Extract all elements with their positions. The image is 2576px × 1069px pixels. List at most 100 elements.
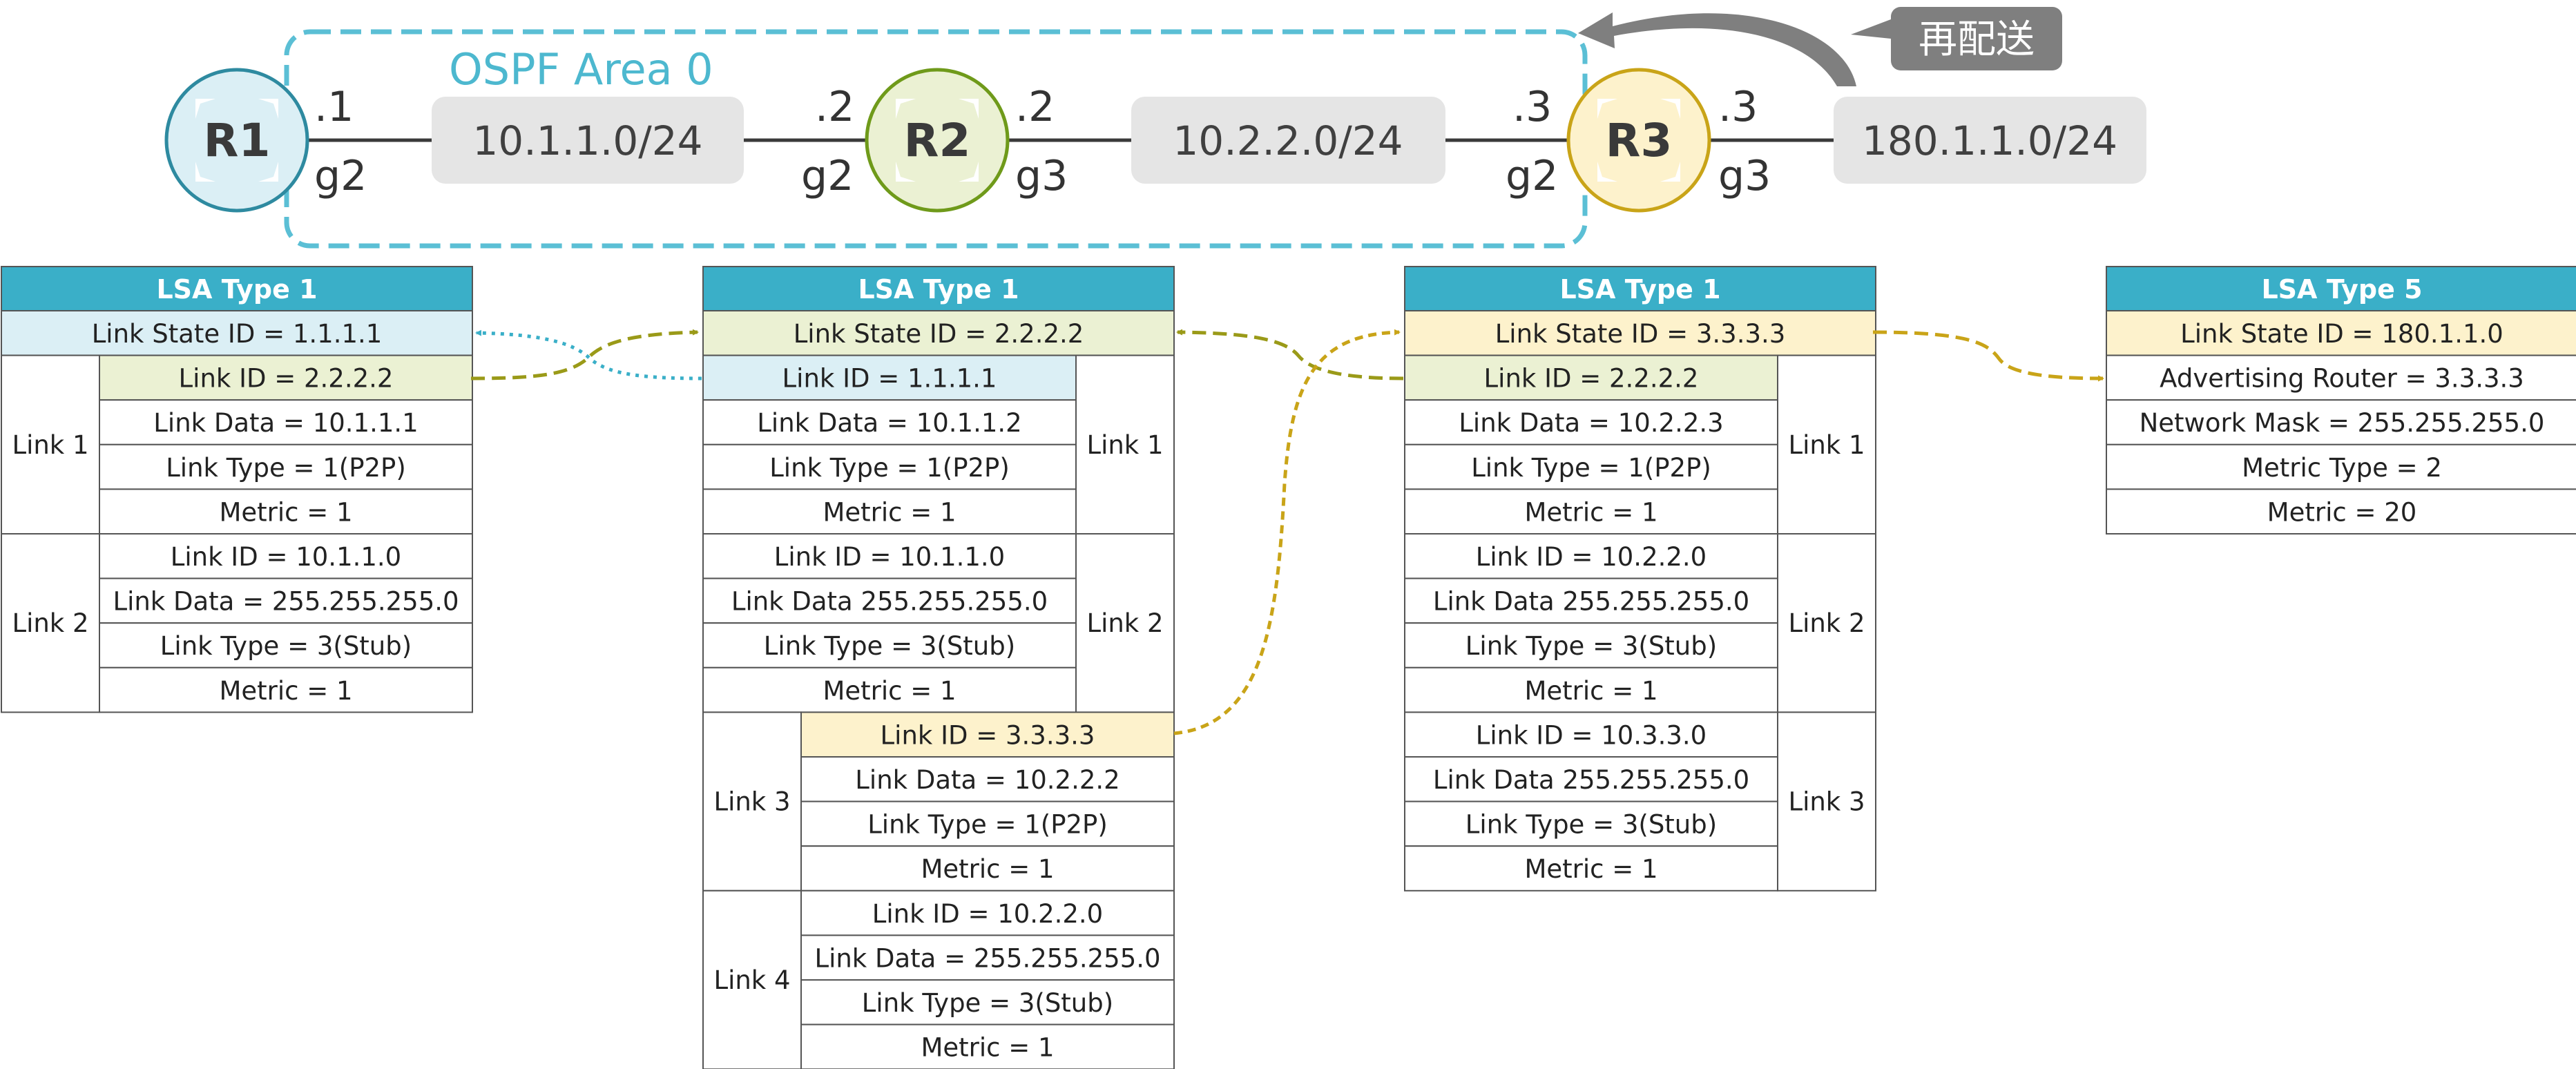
lsa-link-name: Link 2	[12, 608, 88, 638]
reference-arrows	[470, 329, 2104, 735]
lsa-link-row-label: Link ID = 1.1.1.1	[782, 364, 997, 394]
lsa-lsid-label: Link State ID = 3.3.3.3	[1495, 319, 1786, 349]
lsa-link-name-cell	[702, 889, 802, 1069]
lsa-link-row-label: Link Type = 1(P2P)	[769, 453, 1010, 483]
arrow-r2-link3-to-r3-lsid	[1173, 329, 1401, 735]
lsa-link-row-label: Link ID = 10.3.3.0	[1476, 720, 1707, 750]
lsa-link-row-label: Link ID = 10.1.1.0	[774, 542, 1005, 572]
lsa-table-header	[1404, 266, 1876, 311]
arrow-r3-lsid-to-lsa5-lsid	[1872, 330, 2104, 382]
lsa-link-row-label: Link ID = 3.3.3.3	[881, 720, 1095, 750]
lsa-link-name: Link 2	[1086, 608, 1163, 638]
router-r2[interactable]: R2	[865, 68, 1010, 213]
lsa-link-row	[1404, 488, 1778, 535]
lsa-link-name: Link 3	[713, 787, 790, 817]
router-r1[interactable]: R1	[164, 68, 309, 213]
lsa-link-row	[1404, 443, 1778, 490]
lsa-row-label: Metric = 20	[2267, 497, 2417, 527]
lsa-link-row	[99, 533, 473, 579]
lsa-link-row-label: Link Type = 1(P2P)	[867, 810, 1108, 840]
lsa-link-row-label: Link Data 255.255.255.0	[1433, 765, 1749, 795]
lsa-link-name: Link 1	[12, 430, 88, 460]
ip-label-r3-right: .3	[1718, 83, 1758, 131]
redistribute-arrow-icon	[1578, 12, 1856, 86]
lsa-lsid-row	[2106, 310, 2576, 356]
lsa-link-name-cell	[1075, 354, 1175, 534]
lsa-table-header-label: LSA Type 1	[858, 274, 1019, 305]
lsa-link-name-cell	[1, 354, 100, 534]
router-arrows-icon	[195, 99, 278, 182]
lsa-link-row	[702, 443, 1077, 490]
lsa-link-name-cell	[1777, 354, 1876, 534]
lsa-link-row-label: Link Type = 3(Stub)	[1465, 810, 1717, 840]
lsa-link-name: Link 4	[713, 965, 790, 995]
lsa-link-row-label: Link Type = 1(P2P)	[166, 453, 406, 483]
interface-labels: .1 g2 .2 g2 .2 g3 .3 g2 .3 g3	[314, 83, 1771, 200]
lsa-table-header	[1, 266, 473, 311]
router-r3[interactable]: R3	[1566, 68, 1711, 213]
router-label: R1	[204, 114, 271, 167]
subnet-label: 10.2.2.0/24	[1173, 117, 1403, 164]
lsa-link-row-label: Link ID = 10.2.2.0	[1476, 542, 1707, 572]
lsa-link-row-label: Link Type = 3(Stub)	[160, 631, 412, 661]
lsa-link-row-label: Link Type = 3(Stub)	[1465, 631, 1717, 661]
lsa-link-row-label: Link Data = 10.2.2.2	[855, 765, 1119, 795]
lsa-link-row-label: Link Data = 10.2.2.3	[1459, 408, 1723, 438]
lsa-row	[2106, 399, 2576, 445]
lsa-link-row-label: Link ID = 10.2.2.0	[872, 899, 1103, 929]
lsa-link-row	[702, 666, 1077, 713]
if-label-r3-right: g3	[1718, 152, 1771, 200]
if-label-r2-right: g3	[1015, 152, 1068, 200]
lsa-link-row-label: Metric = 1	[1524, 854, 1657, 884]
lsa-link-row	[800, 1023, 1175, 1069]
topology: OSPF Area 0 10.1.1.0/24 10.2.2.0/24 180.…	[164, 7, 2146, 249]
lsa-link-name: Link 2	[1788, 608, 1865, 638]
lsa-link-row	[800, 979, 1175, 1025]
lsa-link-row	[1404, 354, 1778, 401]
lsa-link-row	[99, 577, 473, 624]
lsa-lsid-label: Link State ID = 1.1.1.1	[92, 319, 383, 349]
arrow-r1-link1-to-r2-lsid	[470, 329, 699, 381]
lsa-link-row	[1404, 845, 1778, 892]
redistribute-callout: 再配送	[1578, 7, 2062, 86]
lsa-link-row-label: Link Data = 255.255.255.0	[814, 943, 1160, 973]
callout-box	[1891, 7, 2062, 70]
lsa-link-row	[800, 711, 1175, 758]
arrow-r3-link1-to-r2-lsid	[1176, 329, 1404, 381]
lsa-link-row-label: Metric = 1	[823, 497, 956, 527]
lsa-link-row-label: Metric = 1	[1524, 497, 1657, 527]
lsa-link-row	[1404, 577, 1778, 624]
lsa-link-name-cell	[1075, 533, 1175, 713]
lsa-link-row	[99, 399, 473, 445]
lsa-link-row-label: Metric = 1	[219, 497, 352, 527]
lsa-lsid-row	[1, 310, 473, 356]
ip-label-r2-left: .2	[815, 83, 854, 131]
subnet-10-1-1-0: 10.1.1.0/24	[432, 97, 744, 184]
lsa-lsid-row	[702, 310, 1175, 356]
lsa-link-row-label: Link Data = 10.1.1.1	[153, 408, 418, 438]
lsa-table-header-label: LSA Type 5	[2261, 274, 2422, 305]
lsa-link-row	[99, 666, 473, 713]
lsa-link-row-label: Link Type = 1(P2P)	[1471, 453, 1711, 483]
lsa-row-label: Network Mask = 255.255.255.0	[2140, 408, 2545, 438]
lsa-link-name-cell	[1, 533, 100, 713]
lsa-row	[2106, 443, 2576, 490]
router-label: R3	[1606, 114, 1673, 167]
router-arrows-icon	[1597, 99, 1680, 182]
ip-label-r3-left: .3	[1512, 83, 1552, 131]
router-label: R2	[904, 114, 971, 167]
lsa-table-header-label: LSA Type 1	[156, 274, 317, 305]
lsa-link-row	[702, 533, 1077, 579]
lsa-link-row	[800, 756, 1175, 802]
router-arrows-icon	[896, 99, 979, 182]
lsa-link-row-label: Metric = 1	[823, 676, 956, 706]
lsa-link-row	[1404, 622, 1778, 668]
lsa-link-row	[1404, 666, 1778, 713]
lsa-link-row	[800, 934, 1175, 981]
lsa-lsid-label: Link State ID = 180.1.1.0	[2180, 319, 2503, 349]
lsa-link-row	[800, 800, 1175, 847]
lsa-link-row	[800, 889, 1175, 936]
lsa-link-row-label: Metric = 1	[219, 676, 352, 706]
